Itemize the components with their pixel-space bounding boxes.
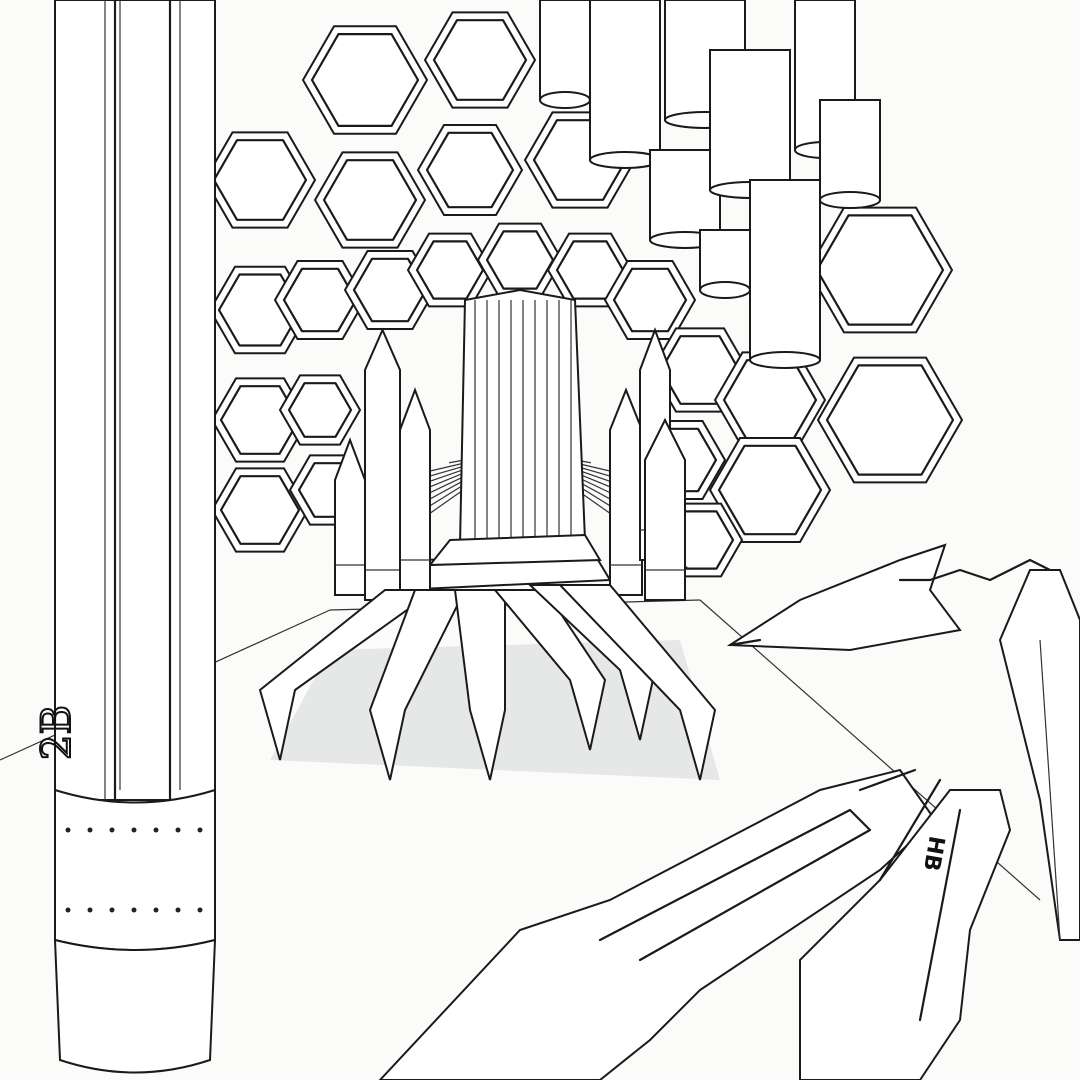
hexagon-inner <box>417 241 483 298</box>
hanging-pencils <box>540 0 880 368</box>
hexagon-inner <box>312 34 418 126</box>
rivet <box>197 827 203 833</box>
colored-pencil <box>610 390 642 595</box>
pencil-ferrule <box>55 790 215 950</box>
rivet <box>87 827 93 833</box>
hexagon-inner <box>434 20 526 100</box>
hexagon-cell <box>315 152 425 247</box>
hanging-pencil <box>710 50 790 190</box>
rivet <box>153 827 159 833</box>
hexagon-cell <box>205 132 315 227</box>
pencil-end <box>820 192 880 208</box>
pencil-throne <box>260 290 720 780</box>
hb-label: HB <box>918 834 949 873</box>
rivet <box>65 907 71 913</box>
seat-cushion <box>430 535 600 565</box>
hexagon-inner <box>354 259 426 321</box>
colored-pencil <box>365 330 400 600</box>
throne-leg-pencils <box>260 585 715 780</box>
colored-pencil <box>645 420 685 600</box>
broken-pencil-far-right <box>1000 570 1080 940</box>
hexagon-inner <box>324 160 416 240</box>
rivet <box>175 827 181 833</box>
rivet <box>131 907 137 913</box>
rivet <box>153 907 159 913</box>
hexagon-cell <box>808 208 952 333</box>
rivet <box>175 907 181 913</box>
hexagon-inner <box>827 365 953 474</box>
hexagon-inner <box>221 386 299 454</box>
broken-pencil-right <box>730 545 1050 650</box>
colored-pencil <box>400 390 430 590</box>
hexagon-inner <box>614 269 686 331</box>
hexagon-cell <box>303 26 427 133</box>
rivet <box>87 907 93 913</box>
hexagon-cell <box>425 12 535 107</box>
hexagon-inner <box>284 269 356 331</box>
hanging-pencil <box>700 230 750 290</box>
hexagon-cell <box>710 438 830 542</box>
2b-label: 2B <box>34 705 80 760</box>
pencil-eraser <box>55 940 215 1073</box>
hexagon-inner <box>221 476 299 544</box>
ferrule-rivets <box>65 827 203 913</box>
hexagon-inner <box>427 133 513 207</box>
hexagon-inner <box>719 446 821 534</box>
hanging-pencil <box>590 0 660 160</box>
pencil-end <box>750 352 820 368</box>
leg-pencil <box>560 585 715 780</box>
hanging-pencil <box>540 0 590 100</box>
large-2b-pencil: 2B <box>33 0 215 1073</box>
rivet <box>109 907 115 913</box>
hanging-pencil <box>820 100 880 200</box>
backrest-pencil-lines <box>475 300 571 540</box>
pencil-end <box>540 92 590 108</box>
pencil-end <box>700 282 750 298</box>
hanging-pencil <box>750 180 820 360</box>
hexagon-inner <box>487 231 553 288</box>
hexagon-cell <box>478 224 562 297</box>
hexagon-cell <box>212 468 308 551</box>
rivet <box>197 907 203 913</box>
rivet <box>109 827 115 833</box>
hexagon-inner <box>289 383 351 437</box>
hexagon-inner <box>219 275 301 346</box>
hexagon-cell <box>275 261 365 339</box>
front-pencil-hb: HB <box>800 780 1010 1080</box>
rivet <box>65 827 71 833</box>
hexagon-cell <box>818 358 962 483</box>
rivet <box>131 827 137 833</box>
side-pencils <box>335 330 685 600</box>
hexagon-cell <box>418 125 522 215</box>
